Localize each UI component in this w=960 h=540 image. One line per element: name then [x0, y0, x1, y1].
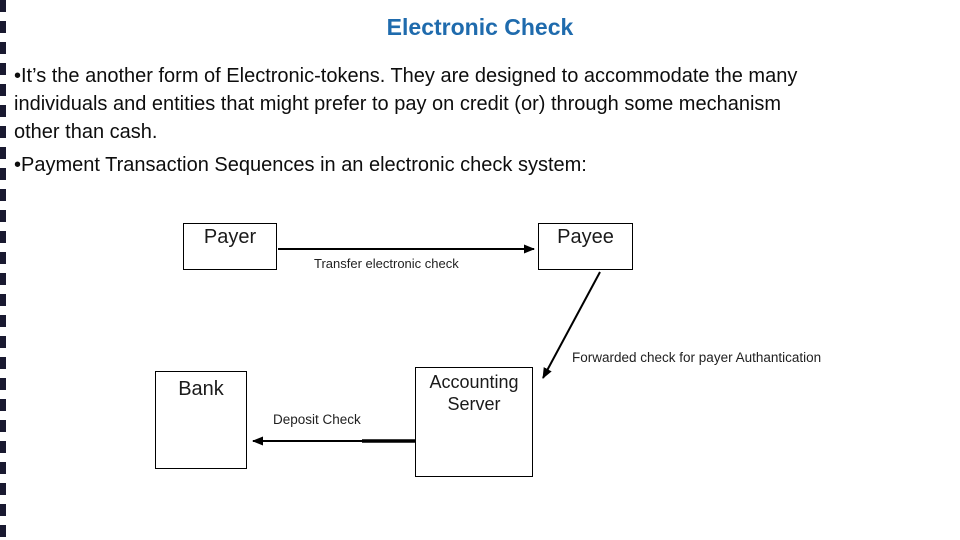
bullet1-line3: other than cash. [14, 121, 158, 143]
slide-title: Electronic Check [386, 14, 574, 40]
bullet1-line1: •It’s the another form of Electronic-tok… [14, 65, 798, 87]
node-accounting-server: Accounting Server [415, 367, 533, 477]
bullet2-line1: •Payment Transaction Sequences in an ele… [14, 154, 587, 176]
bullet-paragraph-1: •It’s the another form of Electronic-tok… [14, 62, 920, 146]
node-payee: Payee [538, 223, 633, 270]
bullet-paragraph-2: •Payment Transaction Sequences in an ele… [14, 151, 920, 179]
transfer-arrow-label: Transfer electronic check [314, 256, 459, 271]
node-payer: Payer [183, 223, 277, 270]
node-bank: Bank [155, 371, 247, 469]
deposit-arrow-label: Deposit Check [273, 412, 361, 427]
left-dashed-accent-border [0, 0, 6, 540]
forwarded-arrow-label: Forwarded check for payer Authantication [572, 350, 822, 365]
bullet1-line2: individuals and entities that might pref… [14, 93, 782, 115]
